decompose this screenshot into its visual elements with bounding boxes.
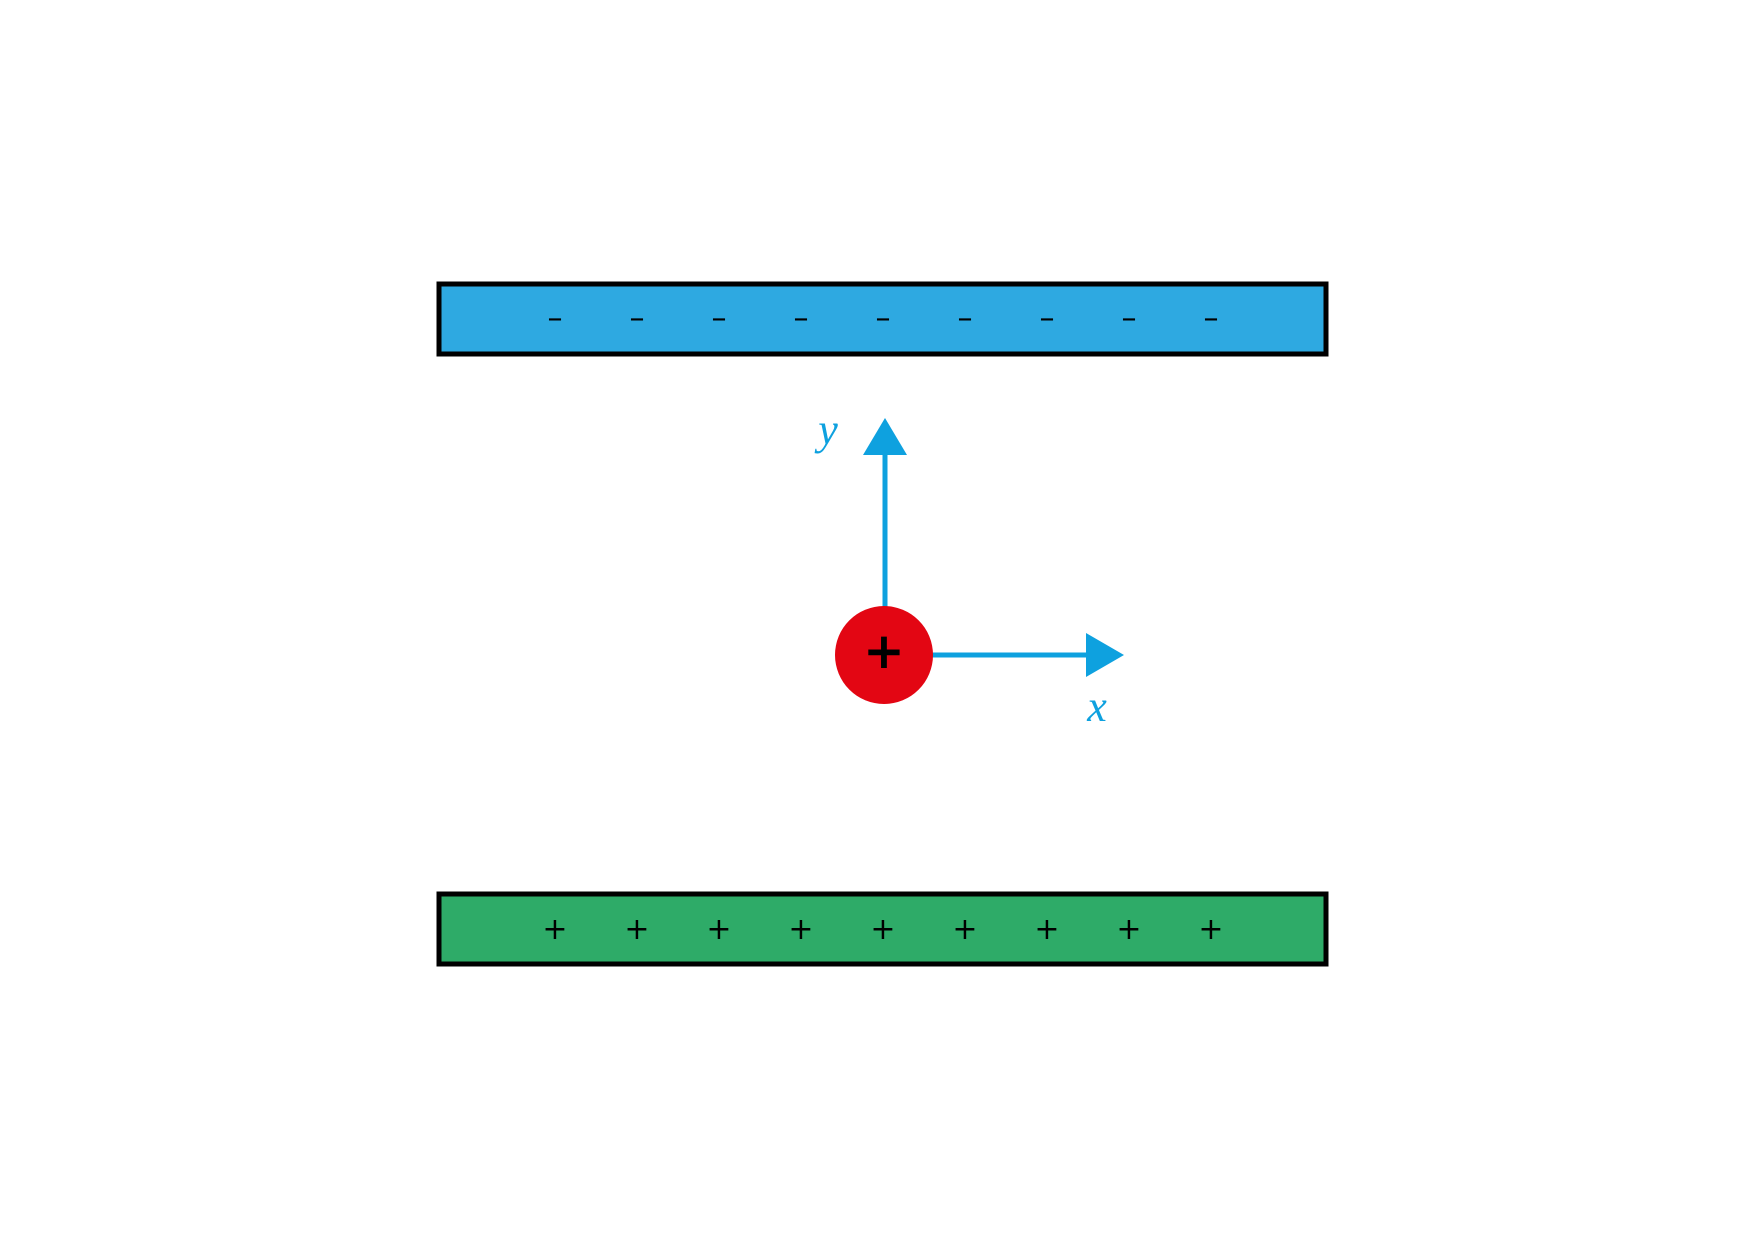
positive-sign: + (952, 912, 977, 947)
negative-sign: – (794, 301, 809, 336)
positive-plate-signs: + + + + + + + + + (542, 912, 1223, 947)
positive-sign: + (870, 912, 895, 947)
negative-sign: – (876, 301, 891, 336)
positive-plate-body (436, 891, 1329, 967)
positive-sign: + (1198, 912, 1223, 947)
coordinate-axes: y x (814, 405, 1124, 731)
positive-sign: + (788, 912, 813, 947)
positive-sign: + (1116, 912, 1141, 947)
positive-sign: + (1034, 912, 1059, 947)
positive-sign: + (624, 912, 649, 947)
negative-sign: – (1204, 301, 1219, 336)
positive-sign: + (542, 912, 567, 947)
negative-plate-body (436, 281, 1329, 357)
positive-charge: + (835, 606, 933, 704)
negative-sign: – (958, 301, 973, 336)
positive-plate: + + + + + + + + + (436, 891, 1329, 967)
x-axis-arrowhead (1086, 633, 1124, 677)
negative-sign: – (1040, 301, 1055, 336)
charge-circle (835, 606, 933, 704)
negative-sign: – (548, 301, 563, 336)
negative-plate: ––––––––– (436, 281, 1329, 357)
charge-sign: + (863, 622, 905, 680)
y-axis-label: y (814, 405, 838, 454)
negative-plate-signs: ––––––––– (548, 301, 1219, 336)
negative-sign: – (1122, 301, 1137, 336)
y-axis-arrowhead (863, 418, 907, 455)
negative-sign: – (712, 301, 727, 336)
x-axis-label: x (1086, 682, 1107, 731)
positive-sign: + (706, 912, 731, 947)
negative-sign: – (630, 301, 645, 336)
